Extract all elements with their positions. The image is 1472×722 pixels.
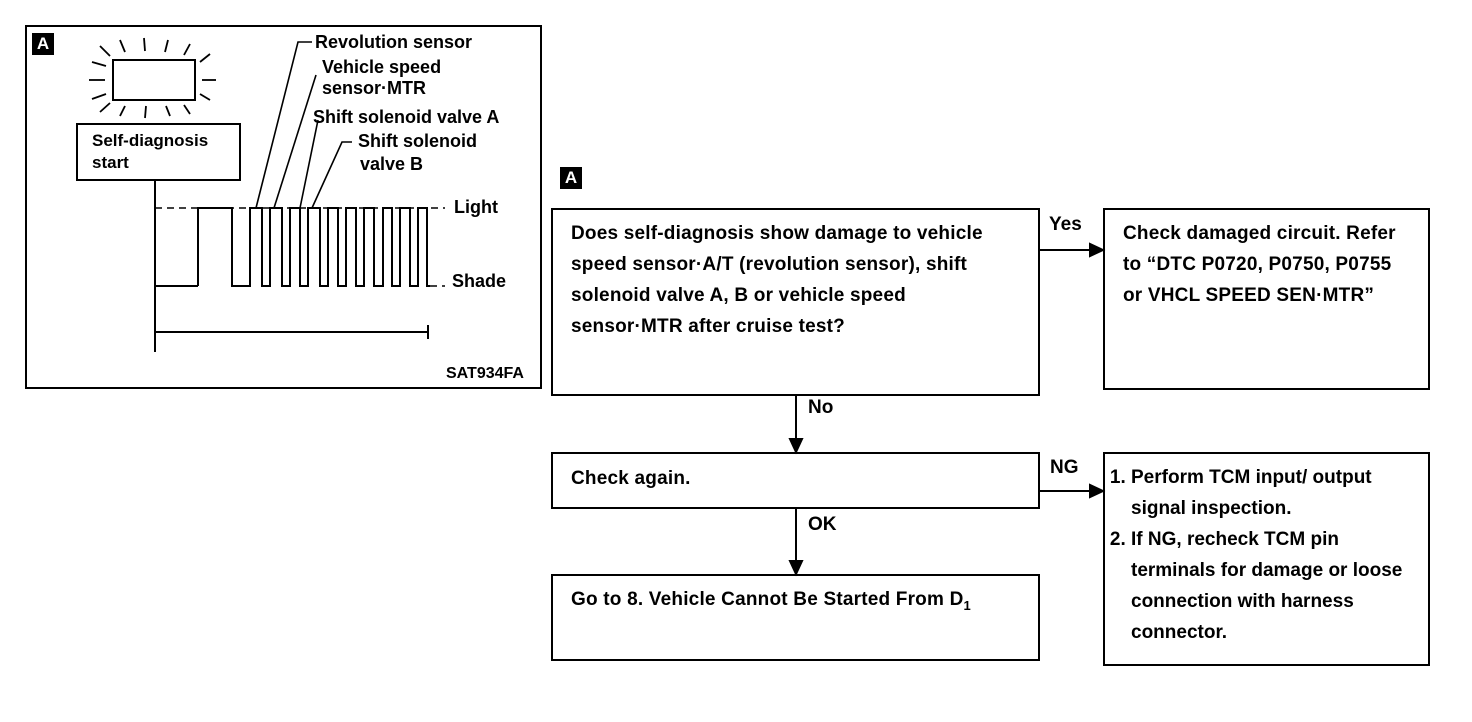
ng-action-box: Perform TCM input/ output signal inspect… — [1103, 452, 1430, 666]
vehicle-speed-sensor-label: Vehicle speed sensor·MTR — [322, 57, 442, 98]
ng-label: NG — [1050, 457, 1079, 478]
flowchart-tag: A — [560, 167, 582, 189]
figure-tag: A — [32, 33, 54, 55]
pulse-waveform — [197, 207, 430, 287]
shade-label: Shade — [452, 271, 507, 291]
goto-subscript: 1 — [963, 597, 971, 613]
no-label: No — [808, 397, 834, 418]
question-text: Does self-diagnosis show damage to vehic… — [571, 223, 983, 337]
pointer-lines — [255, 41, 352, 209]
yes-label: Yes — [1049, 214, 1082, 235]
signal-diagram-panel — [25, 25, 542, 389]
ng-action-item: Perform TCM input/ output signal inspect… — [1131, 462, 1418, 524]
ng-action-item: If NG, recheck TCM pin terminals for dam… — [1131, 524, 1418, 648]
yes-action-text: Check damaged circuit. Refer to “DTC P07… — [1123, 223, 1396, 306]
goto-text: Go to 8. Vehicle Cannot Be Started From … — [571, 589, 971, 613]
question-box: Does self-diagnosis show damage to vehic… — [551, 208, 1040, 396]
indicator-lamp — [112, 59, 196, 101]
ng-action-list: Perform TCM input/ output signal inspect… — [1105, 462, 1418, 648]
self-diagnosis-start-box — [76, 123, 241, 181]
shift-solenoid-b-label: Shift solenoid valve B — [358, 131, 477, 174]
ok-label: OK — [808, 514, 837, 535]
self-diagnosis-start-label: Self-diagnosis start — [92, 131, 209, 172]
revolution-sensor-label: Revolution sensor — [315, 32, 473, 52]
lamp-glow-rays — [89, 37, 216, 119]
yes-action-box: Check damaged circuit. Refer to “DTC P07… — [1103, 208, 1430, 390]
shift-solenoid-a-label: Shift solenoid valve A — [313, 107, 500, 127]
light-label: Light — [454, 197, 498, 217]
check-again-text: Check again. — [571, 468, 691, 489]
figure-code: SAT934FA — [446, 365, 524, 382]
